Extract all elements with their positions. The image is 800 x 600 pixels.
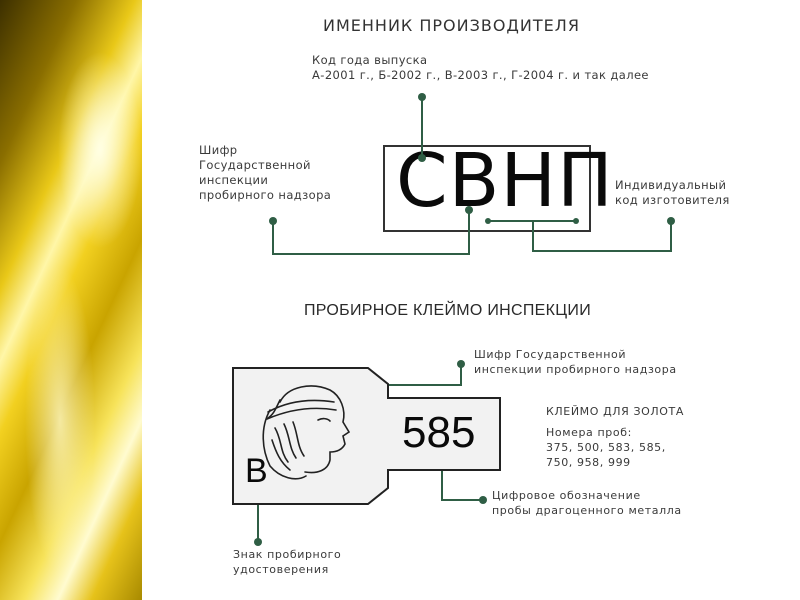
connector-dot [269,217,277,225]
manufacturer-stamp-frame [383,145,591,232]
digital-fineness-label: Цифровое обозначение пробы драгоценного … [492,488,682,518]
goddess-profile-icon [262,385,351,480]
inspection-cipher-line4: пробирного надзора [199,188,332,202]
digital-fineness-line2: пробы драгоценного металла [492,504,682,517]
connector-dot [667,217,675,225]
assay-certificate-label: Знак пробирного удостоверения [233,547,341,577]
assay-certificate-line1: Знак пробирного [233,548,342,561]
connector-dot [465,206,473,214]
connector-dot [485,218,491,224]
inspection-cipher-label: Шифр Государственной инспекции пробирног… [199,143,331,203]
fineness-number: 585 [402,408,476,457]
maker-code-label: Индивидуальный код изготовителя [615,178,730,208]
connector-dot [457,360,465,368]
maker-code-connector [488,220,672,252]
certificate-letter: В [245,452,268,490]
assay-inspection-label: Шифр Государственной инспекции пробирног… [474,347,677,377]
inspection-cipher-line1: Шифр [199,143,238,157]
connector-dot [254,538,262,546]
connector-dot [573,218,579,224]
assay-mark-title: ПРОБИРНОЕ КЛЕЙМО ИНСПЕКЦИИ [304,302,592,319]
connector-dot [418,93,426,101]
gold-fineness-line3: 750, 958, 999 [546,456,631,469]
maker-code-line1: Индивидуальный [615,178,727,192]
inspection-cipher-connector [272,210,470,255]
year-code-label: Код года выпуска А-2001 г., Б-2002 г., В… [312,53,649,83]
digital-fineness-connector [441,464,483,501]
gold-stamp-heading: КЛЕЙМО ДЛЯ ЗОЛОТА [546,405,684,418]
gold-stamp-info: КЛЕЙМО ДЛЯ ЗОЛОТА Номера проб: 375, 500,… [546,404,684,470]
connector-dot [418,154,426,162]
year-code-label-line2: А-2001 г., Б-2002 г., В-2003 г., Г-2004 … [312,68,649,82]
manufacturer-stamp-text: СВНП [396,138,614,224]
assay-inspection-line1: Шифр Государственной [474,348,627,361]
gold-fineness-line1: Номера проб: [546,426,632,439]
gold-fineness-line2: 375, 500, 583, 585, [546,441,666,454]
assay-inspection-line2: инспекции пробирного надзора [474,363,677,376]
connector-dot [479,496,487,504]
inspection-cipher-line2: Государственной [199,158,311,172]
inspection-cipher-line3: инспекции [199,173,269,187]
gold-decorative-panel [0,0,142,600]
assay-certificate-line2: удостоверения [233,563,329,576]
year-code-label-line1: Код года выпуска [312,53,428,67]
digital-fineness-line1: Цифровое обозначение [492,489,641,502]
maker-code-line2: код изготовителя [615,193,730,207]
manufacturer-mark-title: ИМЕННИК ПРОИЗВОДИТЕЛЯ [323,16,580,35]
